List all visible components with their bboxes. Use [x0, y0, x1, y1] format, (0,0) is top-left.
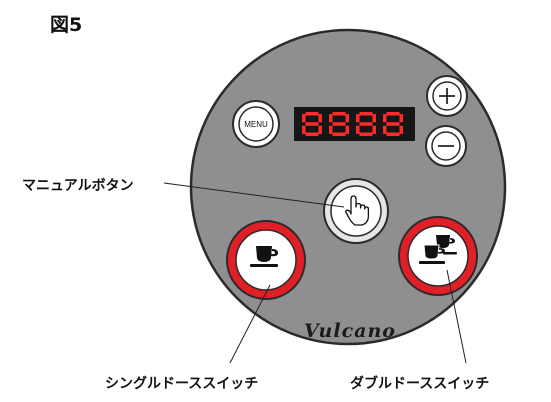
led-segment: [329, 114, 333, 123]
led-segment: [332, 122, 346, 126]
led-segment: [386, 122, 400, 126]
led-digit: [356, 112, 376, 136]
led-segment: [305, 122, 319, 126]
led-segment: [305, 132, 319, 136]
led-segment: [386, 112, 400, 116]
led-segment: [332, 132, 346, 136]
led-segment: [329, 125, 333, 134]
led-segment: [359, 132, 373, 136]
led-segment: [383, 125, 387, 134]
led-segment: [318, 125, 322, 134]
led-segment: [332, 112, 346, 116]
led-display: 8888: [294, 107, 415, 141]
figure-label: 図5: [50, 14, 82, 36]
single-cup-icon: [250, 246, 278, 267]
menu-button-label: MENU: [244, 120, 268, 129]
led-digit: [302, 112, 322, 136]
manual-button-callout: マニュアルボタン: [22, 178, 134, 194]
led-segment: [345, 125, 349, 134]
manual-button[interactable]: [323, 178, 389, 244]
menu-button[interactable]: MENU: [232, 100, 280, 148]
led-segment: [372, 114, 376, 123]
led-digits: [302, 112, 403, 136]
single-leader-line: [229, 284, 271, 364]
led-segment: [399, 114, 403, 123]
led-segment: [399, 125, 403, 134]
led-digit: [329, 112, 349, 136]
plus-button[interactable]: [426, 75, 468, 117]
minus-button[interactable]: [425, 125, 467, 167]
manual-leader-line: [163, 182, 345, 208]
led-segment: [372, 125, 376, 134]
led-segment: [359, 112, 373, 116]
plus-icon: [439, 88, 455, 104]
led-segment: [345, 114, 349, 123]
led-segment: [386, 132, 400, 136]
double-leader-line: [446, 269, 467, 364]
brand-logo: Vulcano: [304, 320, 396, 342]
led-segment: [318, 114, 322, 123]
pointing-hand-icon: [345, 195, 370, 226]
led-segment: [302, 114, 306, 123]
single-dose-switch[interactable]: [226, 220, 306, 300]
led-segment: [305, 112, 319, 116]
single-dose-callout: シングルドーススイッチ: [105, 375, 258, 392]
led-digit: [383, 112, 403, 136]
double-cup-icon: [419, 235, 457, 264]
led-segment: [302, 125, 306, 134]
double-dose-callout: ダブルドーススイッチ: [350, 375, 489, 392]
led-segment: [356, 114, 360, 123]
led-segment: [383, 114, 387, 123]
double-dose-switch[interactable]: [398, 216, 478, 296]
led-segment: [356, 125, 360, 134]
led-segment: [359, 122, 373, 126]
